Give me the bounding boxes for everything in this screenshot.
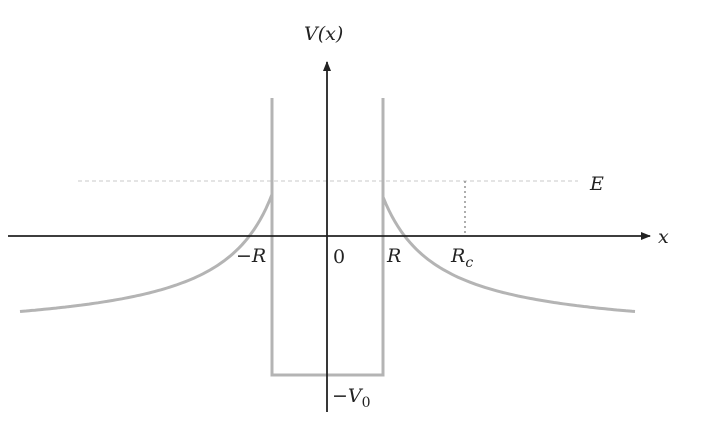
minus-r-label: −R: [236, 245, 266, 267]
v0-main: −V: [332, 385, 364, 407]
v0-subscript: 0: [362, 395, 371, 411]
x-axis-label: x: [658, 226, 669, 248]
rc-label: Rc: [450, 245, 473, 271]
rc-main: R: [450, 245, 465, 267]
potential-curve-right-tail: [381, 196, 636, 313]
minus-v0-label: −V0: [332, 385, 371, 411]
energy-label: E: [589, 173, 604, 195]
rc-subscript: c: [465, 255, 473, 271]
y-axis-label: V(x): [304, 23, 343, 45]
origin-label: 0: [333, 246, 345, 268]
r-label: R: [386, 245, 401, 267]
potential-curve-left-tail: [19, 193, 274, 313]
